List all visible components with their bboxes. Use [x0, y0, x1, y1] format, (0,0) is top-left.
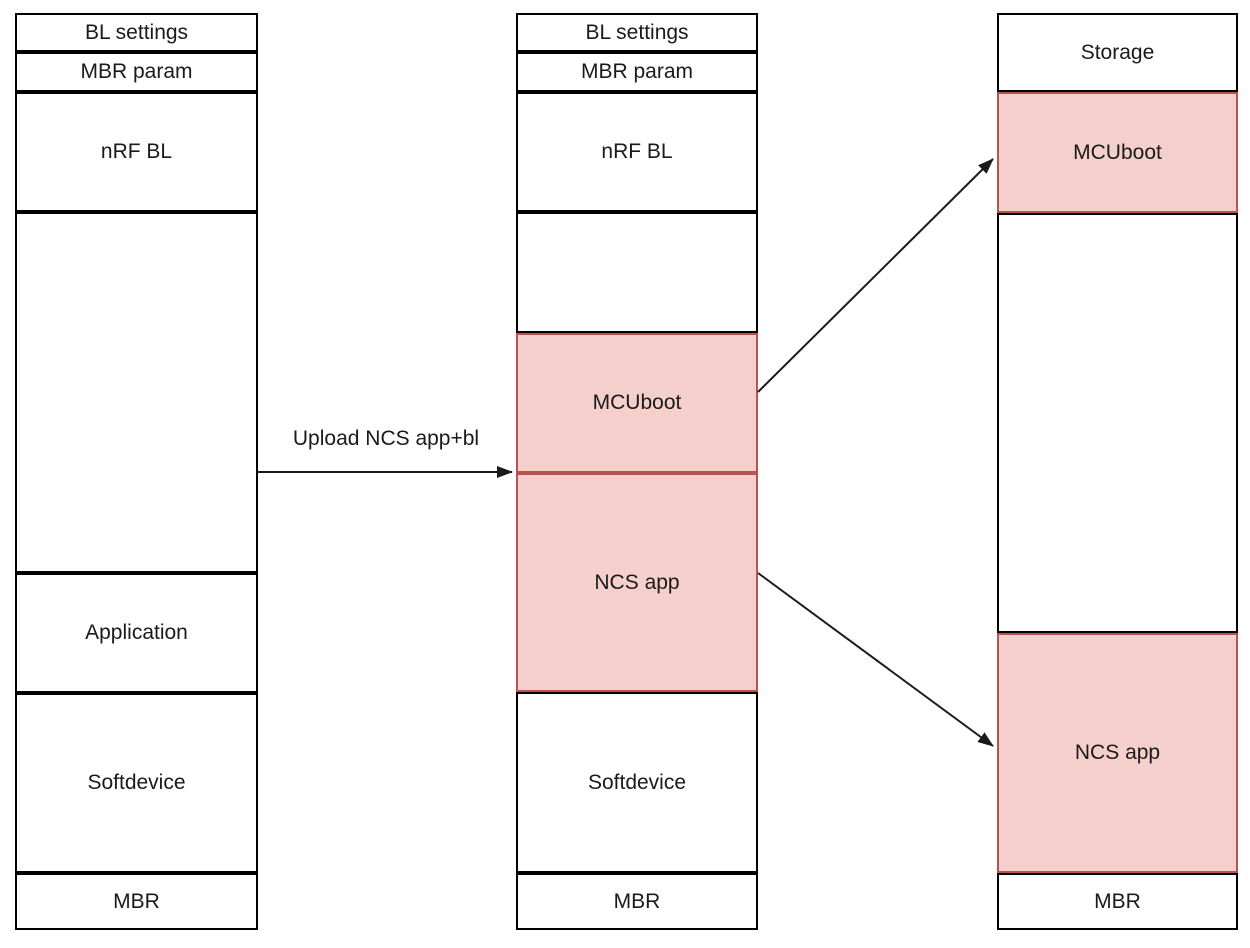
segment-empty [516, 212, 758, 333]
segment-ncs-app: NCS app [997, 633, 1238, 873]
segment-bl-settings: BL settings [516, 13, 758, 52]
ncs-app-move-arrow [757, 572, 994, 747]
segment-mbr: MBR [516, 873, 758, 930]
segment-softdevice: Softdevice [516, 692, 758, 873]
segment-label: BL settings [84, 20, 189, 44]
segment-label: MCUboot [592, 391, 682, 415]
segment-mcuboot: MCUboot [516, 333, 758, 473]
segment-label: MBR [1094, 889, 1141, 913]
segment-mbr-param: MBR param [15, 52, 258, 92]
segment-label: MBR param [80, 60, 193, 84]
segment-label: MCUboot [1073, 140, 1162, 164]
segment-bl-settings: BL settings [15, 13, 258, 52]
segment-label: NCS app [594, 570, 680, 594]
segment-ncs-app: NCS app [516, 473, 758, 692]
segment-label: MBR [113, 889, 160, 913]
segment-storage: Storage [997, 13, 1238, 92]
segment-nrf-bl: nRF BL [516, 92, 758, 212]
memory-column-after-upload: BL settings MBR param nRF BL MCUboot NCS… [516, 13, 758, 930]
segment-label: Storage [1080, 40, 1155, 64]
segment-nrf-bl: nRF BL [15, 92, 258, 212]
segment-label: MBR param [580, 60, 694, 84]
upload-arrow-label: Upload NCS app+bl [292, 427, 480, 450]
segment-empty [15, 212, 258, 573]
segment-mbr: MBR [997, 873, 1238, 930]
segment-label: MBR [613, 889, 661, 913]
memory-column-original: BL settings MBR param nRF BL Application… [15, 13, 258, 930]
segment-label: BL settings [585, 20, 689, 44]
segment-label: nRF BL [601, 140, 673, 164]
segment-mcuboot: MCUboot [997, 92, 1238, 213]
segment-label: Softdevice [587, 770, 687, 794]
segment-empty [997, 213, 1238, 633]
segment-label: NCS app [1074, 741, 1161, 765]
memory-column-final: Storage MCUboot NCS app MBR [997, 13, 1238, 930]
segment-label: Softdevice [87, 771, 186, 795]
mcuboot-move-arrow [757, 158, 994, 393]
segment-mbr: MBR [15, 873, 258, 930]
segment-mbr-param: MBR param [516, 52, 758, 92]
segment-softdevice: Softdevice [15, 693, 258, 873]
segment-label: nRF BL [100, 140, 173, 164]
segment-application: Application [15, 573, 258, 693]
segment-label: Application [85, 621, 188, 645]
